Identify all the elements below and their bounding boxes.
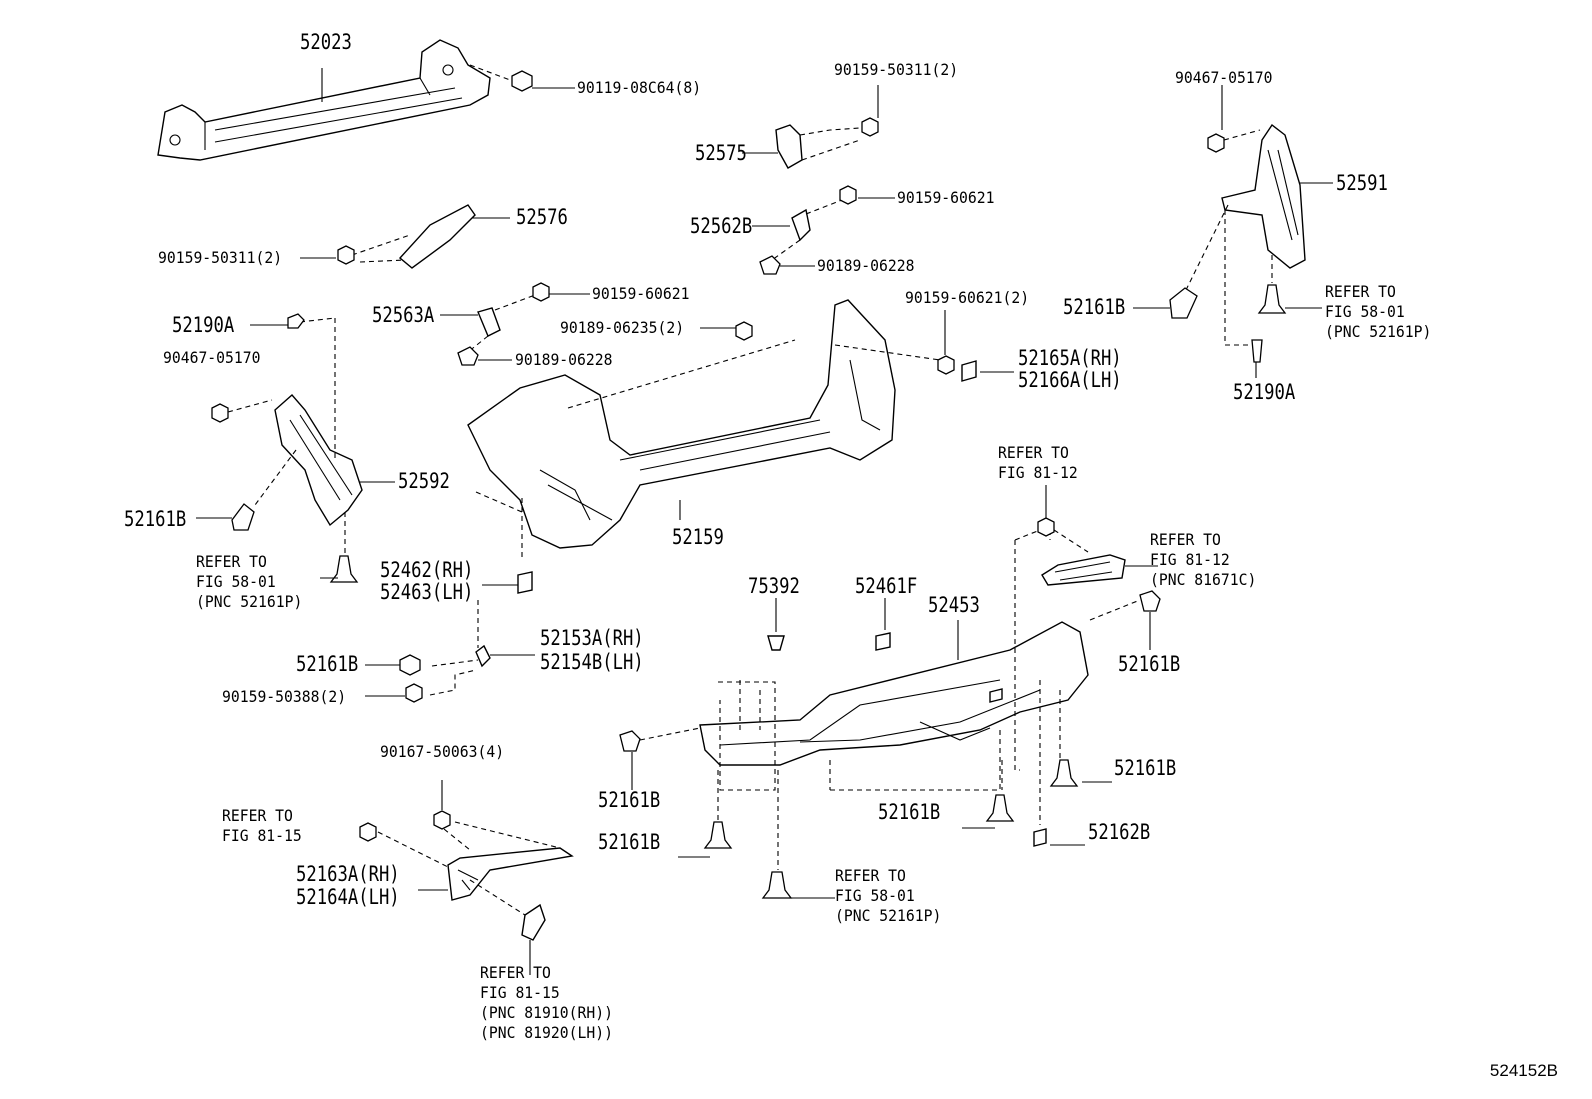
bracket-52153A-drawing (365, 600, 535, 703)
reflector-lamp-drawing (1037, 485, 1158, 586)
label-52463: 52463(LH) (380, 580, 474, 604)
label-52576: 52576 (516, 205, 568, 229)
garnish-52163A-drawing (359, 780, 574, 975)
label-52162B: 52162B (1088, 820, 1151, 844)
label-52166A: 52166A(LH) (1018, 368, 1122, 392)
label-52592: 52592 (398, 469, 450, 493)
label-52165A: 52165A(RH) (1018, 346, 1122, 370)
label-52453: 52453 (928, 593, 980, 617)
label-52575: 52575 (695, 141, 747, 165)
label-90189-06228-b: 90189-06228 (515, 350, 613, 369)
label-52153A: 52153A(RH) (540, 626, 644, 650)
bracket-52575-drawing (742, 85, 879, 169)
ref-fig-58-01-bottom: REFER TO FIG 58-01 (PNC 52161P) (835, 866, 942, 925)
label-52154B: 52154B(LH) (540, 650, 644, 674)
label-52161B-l2: 52161B (296, 652, 359, 676)
label-90467-05170-right: 90467-05170 (1175, 68, 1273, 87)
label-52562B: 52562B (690, 214, 753, 238)
ref-fig-81-12-b: REFER TO FIG 81-12 (PNC 81671C) (1150, 530, 1257, 589)
ref-fig-81-15-a: REFER TO FIG 81-15 (222, 806, 302, 845)
label-90119-08c64: 90119-08C64(8) (577, 78, 702, 97)
bracket-52576-drawing (300, 204, 510, 269)
bracket-52562B-drawing (752, 185, 895, 275)
bracket-52563A-drawing (440, 282, 590, 366)
label-52461F: 52461F (855, 574, 918, 598)
label-52161B-r2: 52161B (1118, 652, 1181, 676)
bracket-52591-drawing (1133, 85, 1333, 378)
ref-fig-81-15-b: REFER TO FIG 81-15 (PNC 81910(RH)) (PNC … (480, 963, 613, 1042)
label-90159-60621-b: 90159-60621 (592, 284, 690, 303)
label-90159-60621-c: 90159-60621(2) (905, 288, 1030, 307)
label-90467-05170-left: 90467-05170 (163, 348, 261, 367)
lower-clips-drawing (619, 730, 1112, 899)
label-90189-06235: 90189-06235(2) (560, 318, 685, 337)
ref-fig-81-12-a: REFER TO FIG 81-12 (998, 443, 1078, 482)
ref-fig-58-01-left: REFER TO FIG 58-01 (PNC 52161P) (196, 552, 303, 611)
label-52164A: 52164A(LH) (296, 885, 400, 909)
label-52159: 52159 (672, 525, 724, 549)
lower-cover-guides (639, 529, 1161, 870)
cap-52462-drawing (482, 571, 533, 594)
label-52190A-left: 52190A (172, 313, 235, 337)
bumper-reinforcement-drawing (157, 39, 575, 161)
label-52023: 52023 (300, 30, 352, 54)
label-52462: 52462(RH) (380, 558, 474, 582)
label-90159-50311-left: 90159-50311(2) (158, 248, 283, 267)
label-52161B-l1: 52161B (124, 507, 187, 531)
label-90159-50388: 90159-50388(2) (222, 687, 347, 706)
label-52591: 52591 (1336, 171, 1388, 195)
ref-fig-58-01-right: REFER TO FIG 58-01 (PNC 52161P) (1325, 282, 1432, 341)
label-52161B-c1: 52161B (598, 788, 661, 812)
label-90167-50063: 90167-50063(4) (380, 742, 505, 761)
label-75392: 75392 (748, 574, 800, 598)
label-52190A-right: 52190A (1233, 380, 1296, 404)
label-52163A: 52163A(RH) (296, 862, 400, 886)
label-52161B-r3: 52161B (1114, 756, 1177, 780)
label-52161B-c3: 52161B (598, 830, 661, 854)
label-52161B-r1: 52161B (1063, 295, 1126, 319)
label-52563A: 52563A (372, 303, 435, 327)
bracket-52592-drawing (196, 313, 395, 583)
label-52161B-c2: 52161B (878, 800, 941, 824)
bumper-cover-drawing (467, 299, 1014, 560)
label-90159-50311-top: 90159-50311(2) (834, 60, 959, 79)
lower-cover-drawing (699, 620, 1089, 766)
label-90189-06228-a: 90189-06228 (817, 256, 915, 275)
label-90159-60621-a: 90159-60621 (897, 188, 995, 207)
diagram-code: 524152B (1489, 1061, 1558, 1080)
